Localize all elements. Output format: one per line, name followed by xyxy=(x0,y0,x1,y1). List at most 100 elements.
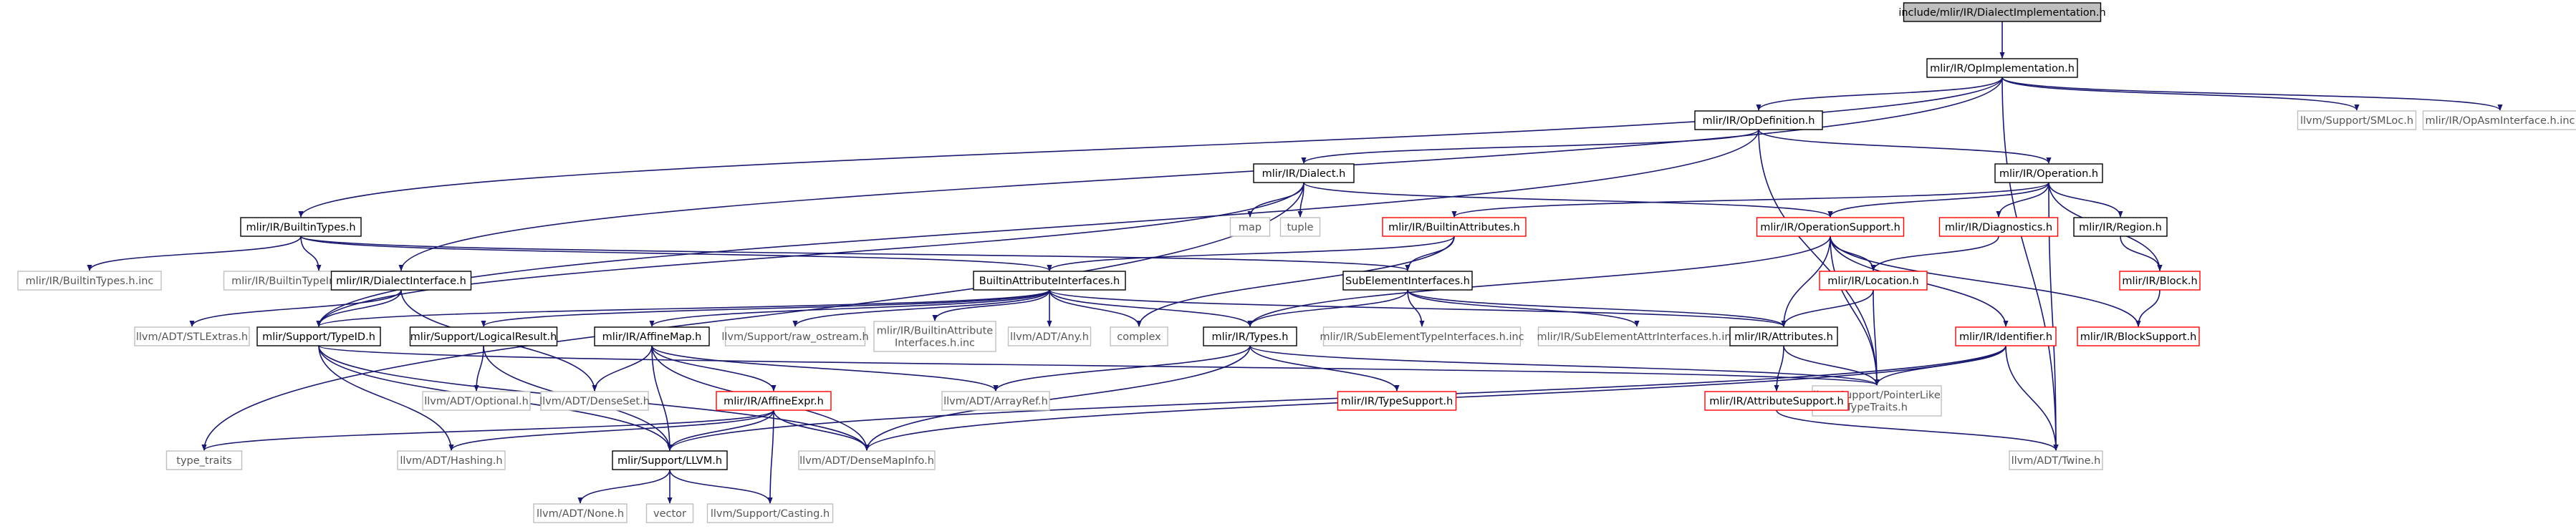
edge-builtinattrint-to-logicalresult xyxy=(481,289,1050,327)
edge-opimpl-to-opasmint xyxy=(2001,77,2503,111)
node-box xyxy=(533,503,628,523)
node-label: llvm/ADT/ArrayRef.h xyxy=(943,396,1048,407)
node-label: mlir/IR/Diagnostics.h xyxy=(1945,222,2052,233)
node-opsupport[interactable]: mlir/IR/OperationSupport.h xyxy=(1756,217,1905,237)
node-box xyxy=(1926,58,2078,78)
node-label: mlir/Support/TypeID.h xyxy=(262,331,375,343)
node-opdef[interactable]: mlir/IR/OpDefinition.h xyxy=(1694,110,1823,130)
node-label: llvm/ADT/Twine.h xyxy=(2012,455,2101,467)
node-optional: llvm/ADT/Optional.h xyxy=(422,391,531,411)
edge-subelemint-to-types xyxy=(1247,289,1408,327)
node-dialect[interactable]: mlir/IR/Dialect.h xyxy=(1253,163,1355,183)
node-attributes[interactable]: mlir/IR/Attributes.h xyxy=(1729,326,1838,346)
edge-subelemint-to-subelemtypeint xyxy=(1407,289,1425,327)
node-box xyxy=(1756,217,1905,237)
node-box xyxy=(1694,110,1823,130)
edge-builtinattrint-to-attributes xyxy=(1049,289,1787,327)
node-identifier[interactable]: mlir/IR/Identifier.h xyxy=(1955,326,2057,346)
node-label: llvm/ADT/STLExtras.h xyxy=(136,331,248,343)
node-box xyxy=(1819,271,1928,291)
node-label: mlir/IR/BuiltinAttributes.h xyxy=(1388,222,1520,233)
node-subelemattrint: mlir/IR/SubElementAttrInterfaces.h.inc xyxy=(1537,326,1737,346)
edge-builtinattrint-to-complex xyxy=(1049,289,1142,327)
edge-opimpl-to-opdef xyxy=(1756,77,2003,111)
node-label: tuple xyxy=(1287,222,1313,233)
node-label: llvm/Support/Casting.h xyxy=(711,508,830,520)
node-any: llvm/ADT/Any.h xyxy=(1007,326,1092,346)
edge-dialectint-to-stlextras xyxy=(189,289,402,327)
node-complex: complex xyxy=(1110,326,1168,346)
node-diagnostics[interactable]: mlir/IR/Diagnostics.h xyxy=(1938,217,2059,237)
node-builtintypes[interactable]: mlir/IR/BuiltinTypes.h xyxy=(240,217,362,237)
node-attrsupport[interactable]: mlir/IR/AttributeSupport.h xyxy=(1704,391,1849,411)
node-box xyxy=(2077,326,2200,346)
node-subelemint[interactable]: SubElementInterfaces.h xyxy=(1342,271,1473,291)
node-label: mlir/IR/OpImplementation.h xyxy=(1930,63,2075,74)
node-box xyxy=(1322,326,1522,346)
edge-operation-to-opsupport xyxy=(1827,182,2049,218)
node-label: type_traits xyxy=(176,455,231,467)
edge-builtintypes-to-builtinattrint xyxy=(300,236,1052,271)
node-casting: llvm/Support/Casting.h xyxy=(706,503,834,523)
edge-types-to-pointerlike xyxy=(1249,345,1880,386)
node-box xyxy=(2073,217,2168,237)
node-types[interactable]: mlir/IR/Types.h xyxy=(1203,326,1297,346)
node-box xyxy=(422,391,531,411)
edge-operation-to-region xyxy=(2048,182,2123,218)
node-label: map xyxy=(1239,222,1261,233)
node-label: llvm/ADT/DenseMapInfo.h xyxy=(799,455,934,467)
node-box xyxy=(1342,271,1473,291)
edge-opimpl-to-builtintypes xyxy=(298,77,2003,218)
node-hashing: llvm/ADT/Hashing.h xyxy=(397,450,506,470)
node-typeid[interactable]: mlir/Support/TypeID.h xyxy=(256,326,381,346)
node-label: mlir/IR/BlockSupport.h xyxy=(2080,331,2197,343)
edge-opsupport-to-types xyxy=(1247,236,1831,327)
node-builtinattrs[interactable]: mlir/IR/BuiltinAttributes.h xyxy=(1382,217,1527,237)
node-opimpl[interactable]: mlir/IR/OpImplementation.h xyxy=(1926,58,2078,78)
node-builtinattrint[interactable]: BuiltinAttributeInterfaces.h xyxy=(973,271,1126,291)
node-label: mlir/IR/TypeSupport.h xyxy=(1341,396,1453,407)
edge-opsupport-to-blocksupport xyxy=(1830,236,2141,327)
node-densemapinfo: llvm/ADT/DenseMapInfo.h xyxy=(798,450,936,470)
node-box xyxy=(1110,326,1168,346)
node-label: SubElementInterfaces.h xyxy=(1345,276,1470,287)
node-label: mlir/IR/OpAsmInterface.h.inc xyxy=(2426,115,2575,127)
node-label: include/mlir/IR/DialectImplementation.h xyxy=(1898,7,2105,19)
node-box xyxy=(941,391,1050,411)
node-box xyxy=(724,326,866,346)
node-label: mlir/IR/Identifier.h xyxy=(1959,331,2052,343)
node-typesupport[interactable]: mlir/IR/TypeSupport.h xyxy=(1337,391,1457,411)
edge-operation-to-builtinattrs xyxy=(1451,182,2049,218)
node-affineexpr[interactable]: mlir/IR/AffineExpr.h xyxy=(716,391,832,411)
edge-builtintypes-to-builtintypesinc xyxy=(87,236,302,271)
node-location[interactable]: mlir/IR/Location.h xyxy=(1819,271,1928,291)
edge-builtinattrs-to-builtinattrint xyxy=(1047,236,1455,271)
edge-opdef-to-dialect xyxy=(1301,129,1759,164)
node-dialectint[interactable]: mlir/IR/DialectInterface.h xyxy=(330,271,472,291)
edge-dialect-to-opsupport xyxy=(1303,182,1833,218)
edge-region-to-block xyxy=(2120,236,2163,271)
node-logicalresult[interactable]: mlir/Support/LogicalResult.h xyxy=(409,326,558,346)
node-region[interactable]: mlir/IR/Region.h xyxy=(2073,217,2168,237)
edge-affineexpr-to-llvmh xyxy=(667,409,774,451)
edge-builtinattrint-to-rawostream xyxy=(792,289,1050,327)
node-label: llvm/ADT/Any.h xyxy=(1010,331,1089,343)
node-affinemap[interactable]: mlir/IR/AffineMap.h xyxy=(594,326,710,346)
node-blocksupport[interactable]: mlir/IR/BlockSupport.h xyxy=(2077,326,2200,346)
edge-affinemap-to-affineexpr xyxy=(651,345,777,392)
node-label: mlir/IR/Dialect.h xyxy=(1262,168,1346,180)
node-label: mlir/IR/OperationSupport.h xyxy=(1760,222,1900,233)
node-box xyxy=(1994,163,2103,183)
node-block[interactable]: mlir/IR/Block.h xyxy=(2119,271,2201,291)
node-root[interactable]: include/mlir/IR/DialectImplementation.h xyxy=(1898,2,2106,22)
node-label: mlir/IR/Attributes.h xyxy=(1734,331,1833,343)
node-box xyxy=(973,271,1126,291)
node-label: mlir/Support/LLVM.h xyxy=(617,455,722,467)
edge-opsupport-to-location xyxy=(1830,236,1876,271)
node-operation[interactable]: mlir/IR/Operation.h xyxy=(1994,163,2103,183)
node-box xyxy=(1203,326,1297,346)
node-llvmh[interactable]: mlir/Support/LLVM.h xyxy=(612,450,728,470)
